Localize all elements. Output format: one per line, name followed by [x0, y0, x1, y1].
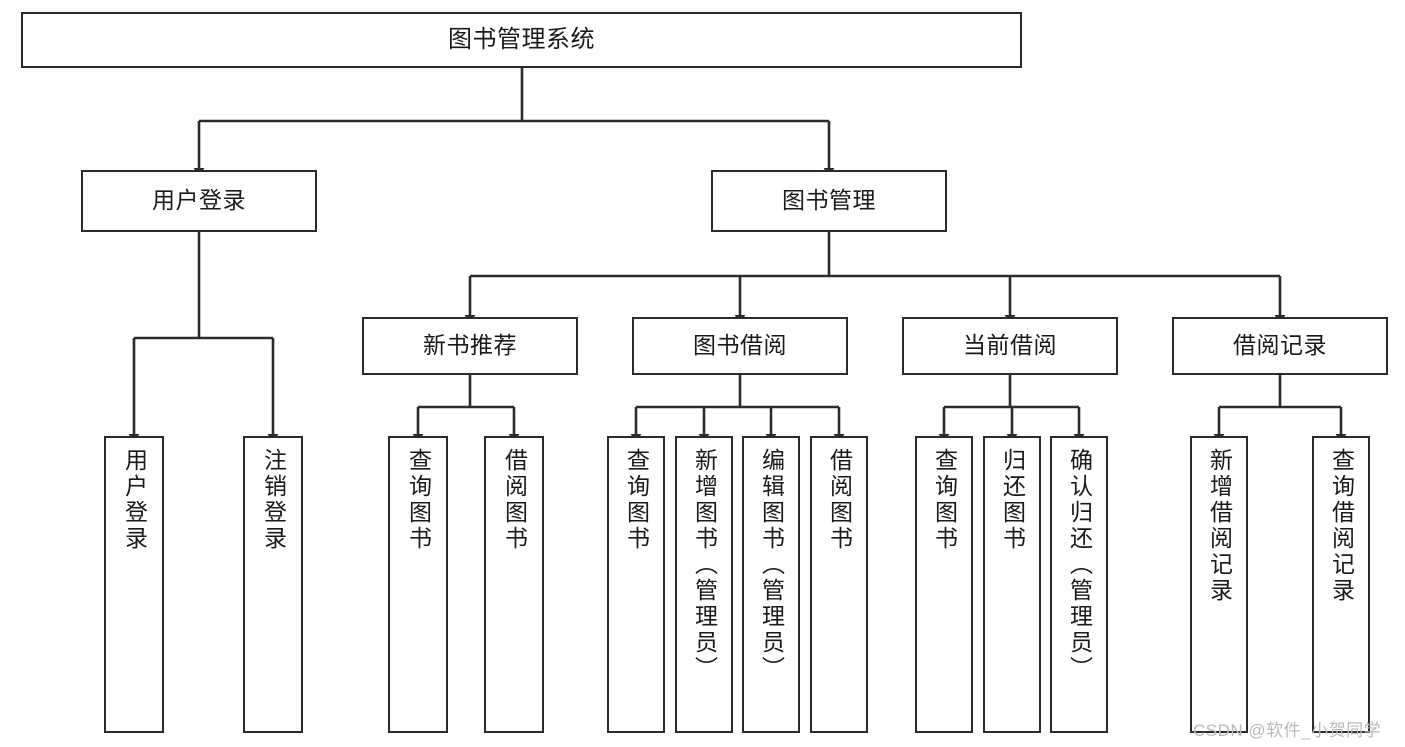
node-label: 用户登录 — [152, 187, 246, 214]
csdn-watermark: CSDN @软件_小贺同学 — [1193, 721, 1382, 740]
node-book-management[interactable]: 图书管理 — [711, 170, 947, 232]
node-label: 确认归还（管理员） — [1066, 448, 1093, 682]
node-label: 借阅记录 — [1233, 332, 1327, 359]
node-label: 新增借阅记录 — [1206, 448, 1233, 604]
leaf-confirm-return-admin[interactable]: 确认归还（管理员） — [1050, 436, 1108, 733]
node-label: 图书管理系统 — [448, 25, 595, 53]
node-label: 查询图书 — [405, 448, 432, 552]
leaf-query-borrow-record[interactable]: 查询借阅记录 — [1312, 436, 1370, 733]
node-label: 查询图书 — [623, 448, 650, 552]
node-label: 新书推荐 — [423, 332, 517, 359]
node-borrow-records[interactable]: 借阅记录 — [1172, 317, 1388, 375]
node-label: 查询图书 — [931, 448, 958, 552]
leaf-logout[interactable]: 注销登录 — [243, 436, 303, 733]
node-label: 图书管理 — [782, 187, 876, 214]
node-label: 归还图书 — [999, 448, 1026, 552]
leaf-edit-book-admin[interactable]: 编辑图书（管理员） — [742, 436, 800, 733]
leaf-return-book[interactable]: 归还图书 — [983, 436, 1041, 733]
leaf-query-books-borrow[interactable]: 查询图书 — [607, 436, 665, 733]
node-user-login[interactable]: 用户登录 — [81, 170, 317, 232]
leaf-borrow-books-recommend[interactable]: 借阅图书 — [484, 436, 544, 733]
node-label: 图书借阅 — [693, 332, 787, 359]
leaf-borrow-book[interactable]: 借阅图书 — [810, 436, 868, 733]
connector-edges — [128, 68, 1347, 443]
node-label: 注销登录 — [260, 448, 287, 552]
leaf-add-book-admin[interactable]: 新增图书（管理员） — [675, 436, 733, 733]
node-label: 借阅图书 — [501, 448, 528, 552]
leaf-query-books-recommend[interactable]: 查询图书 — [388, 436, 448, 733]
node-label: 用户登录 — [121, 448, 148, 552]
leaf-user-login[interactable]: 用户登录 — [104, 436, 164, 733]
node-book-borrow[interactable]: 图书借阅 — [632, 317, 848, 375]
node-label: 当前借阅 — [963, 332, 1057, 359]
node-current-borrow[interactable]: 当前借阅 — [902, 317, 1118, 375]
leaf-add-borrow-record[interactable]: 新增借阅记录 — [1190, 436, 1248, 733]
leaf-query-books-current[interactable]: 查询图书 — [915, 436, 973, 733]
node-label: 查询借阅记录 — [1328, 448, 1355, 604]
node-label: 借阅图书 — [826, 448, 853, 552]
node-root[interactable]: 图书管理系统 — [21, 12, 1022, 68]
node-label: 编辑图书（管理员） — [758, 448, 785, 682]
node-label: 新增图书（管理员） — [691, 448, 718, 682]
node-new-book-recommend[interactable]: 新书推荐 — [362, 317, 578, 375]
